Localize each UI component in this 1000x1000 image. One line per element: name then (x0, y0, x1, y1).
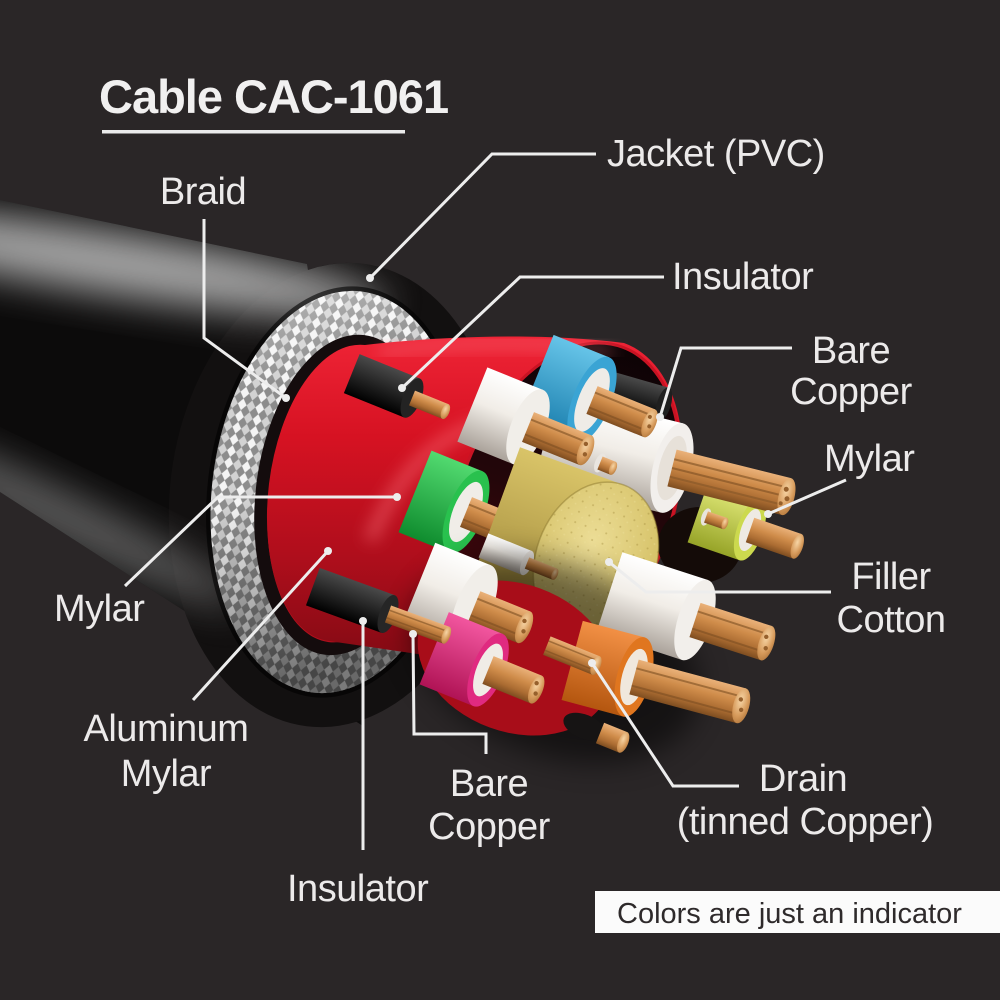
leader-bare-copper-top (658, 346, 792, 418)
leader-mylar-left (123, 495, 397, 588)
label-drain-1: Drain (759, 758, 847, 800)
label-drain-2: (tinned Copper) (677, 801, 934, 843)
label-mylar-right: Mylar (824, 438, 915, 480)
label-mylar-left: Mylar (54, 588, 145, 630)
leader-lines (123, 152, 847, 850)
labels: Cable CAC-1061 Jacket (PVC) Braid Insula… (54, 70, 946, 910)
wire-white-top (457, 367, 595, 466)
label-aluminum-2: Mylar (121, 753, 212, 795)
label-filler-1: Filler (851, 556, 931, 598)
page-title: Cable CAC-1061 (99, 70, 448, 123)
title-underline (102, 130, 405, 134)
label-filler-2: Cotton (837, 599, 946, 641)
label-insulator-bottom: Insulator (287, 868, 429, 910)
wire-green-mylar (398, 450, 521, 554)
insulator-wire-bottom (305, 567, 452, 644)
note-text: Colors are just an indicator (617, 898, 962, 930)
leader-jacket (368, 152, 596, 280)
label-bare-copper-top-1: Bare (812, 330, 890, 372)
note-bar (595, 891, 1000, 933)
leader-aluminum-mylar (191, 549, 330, 702)
drain-strand-bottom (563, 712, 630, 753)
label-jacket: Jacket (PVC) (607, 133, 825, 175)
label-bare-copper-bottom-1: Bare (450, 763, 528, 805)
leader-drain (590, 662, 739, 788)
leader-filler-cotton (608, 560, 831, 594)
label-insulator-top: Insulator (672, 256, 814, 298)
wire-bundle (305, 334, 804, 763)
label-aluminum-1: Aluminum (84, 708, 249, 750)
note: Colors are just an indicator (595, 891, 1000, 933)
leader-bare-copper-bottom (411, 633, 488, 754)
leader-insulator-top (400, 275, 664, 390)
leader-braid (202, 219, 287, 400)
label-bare-copper-bottom-2: Copper (428, 806, 550, 848)
drain-tinned-copper (543, 636, 602, 675)
drain-strand-top (594, 453, 618, 475)
wire-orange-mylar (561, 620, 751, 724)
label-bare-copper-top-2: Copper (790, 371, 912, 413)
leader-mylar-right (767, 478, 847, 516)
leader-dots (282, 274, 772, 667)
label-braid: Braid (160, 171, 246, 213)
drain-strand-small-right (700, 508, 729, 530)
insulator-wire-top (343, 354, 451, 420)
